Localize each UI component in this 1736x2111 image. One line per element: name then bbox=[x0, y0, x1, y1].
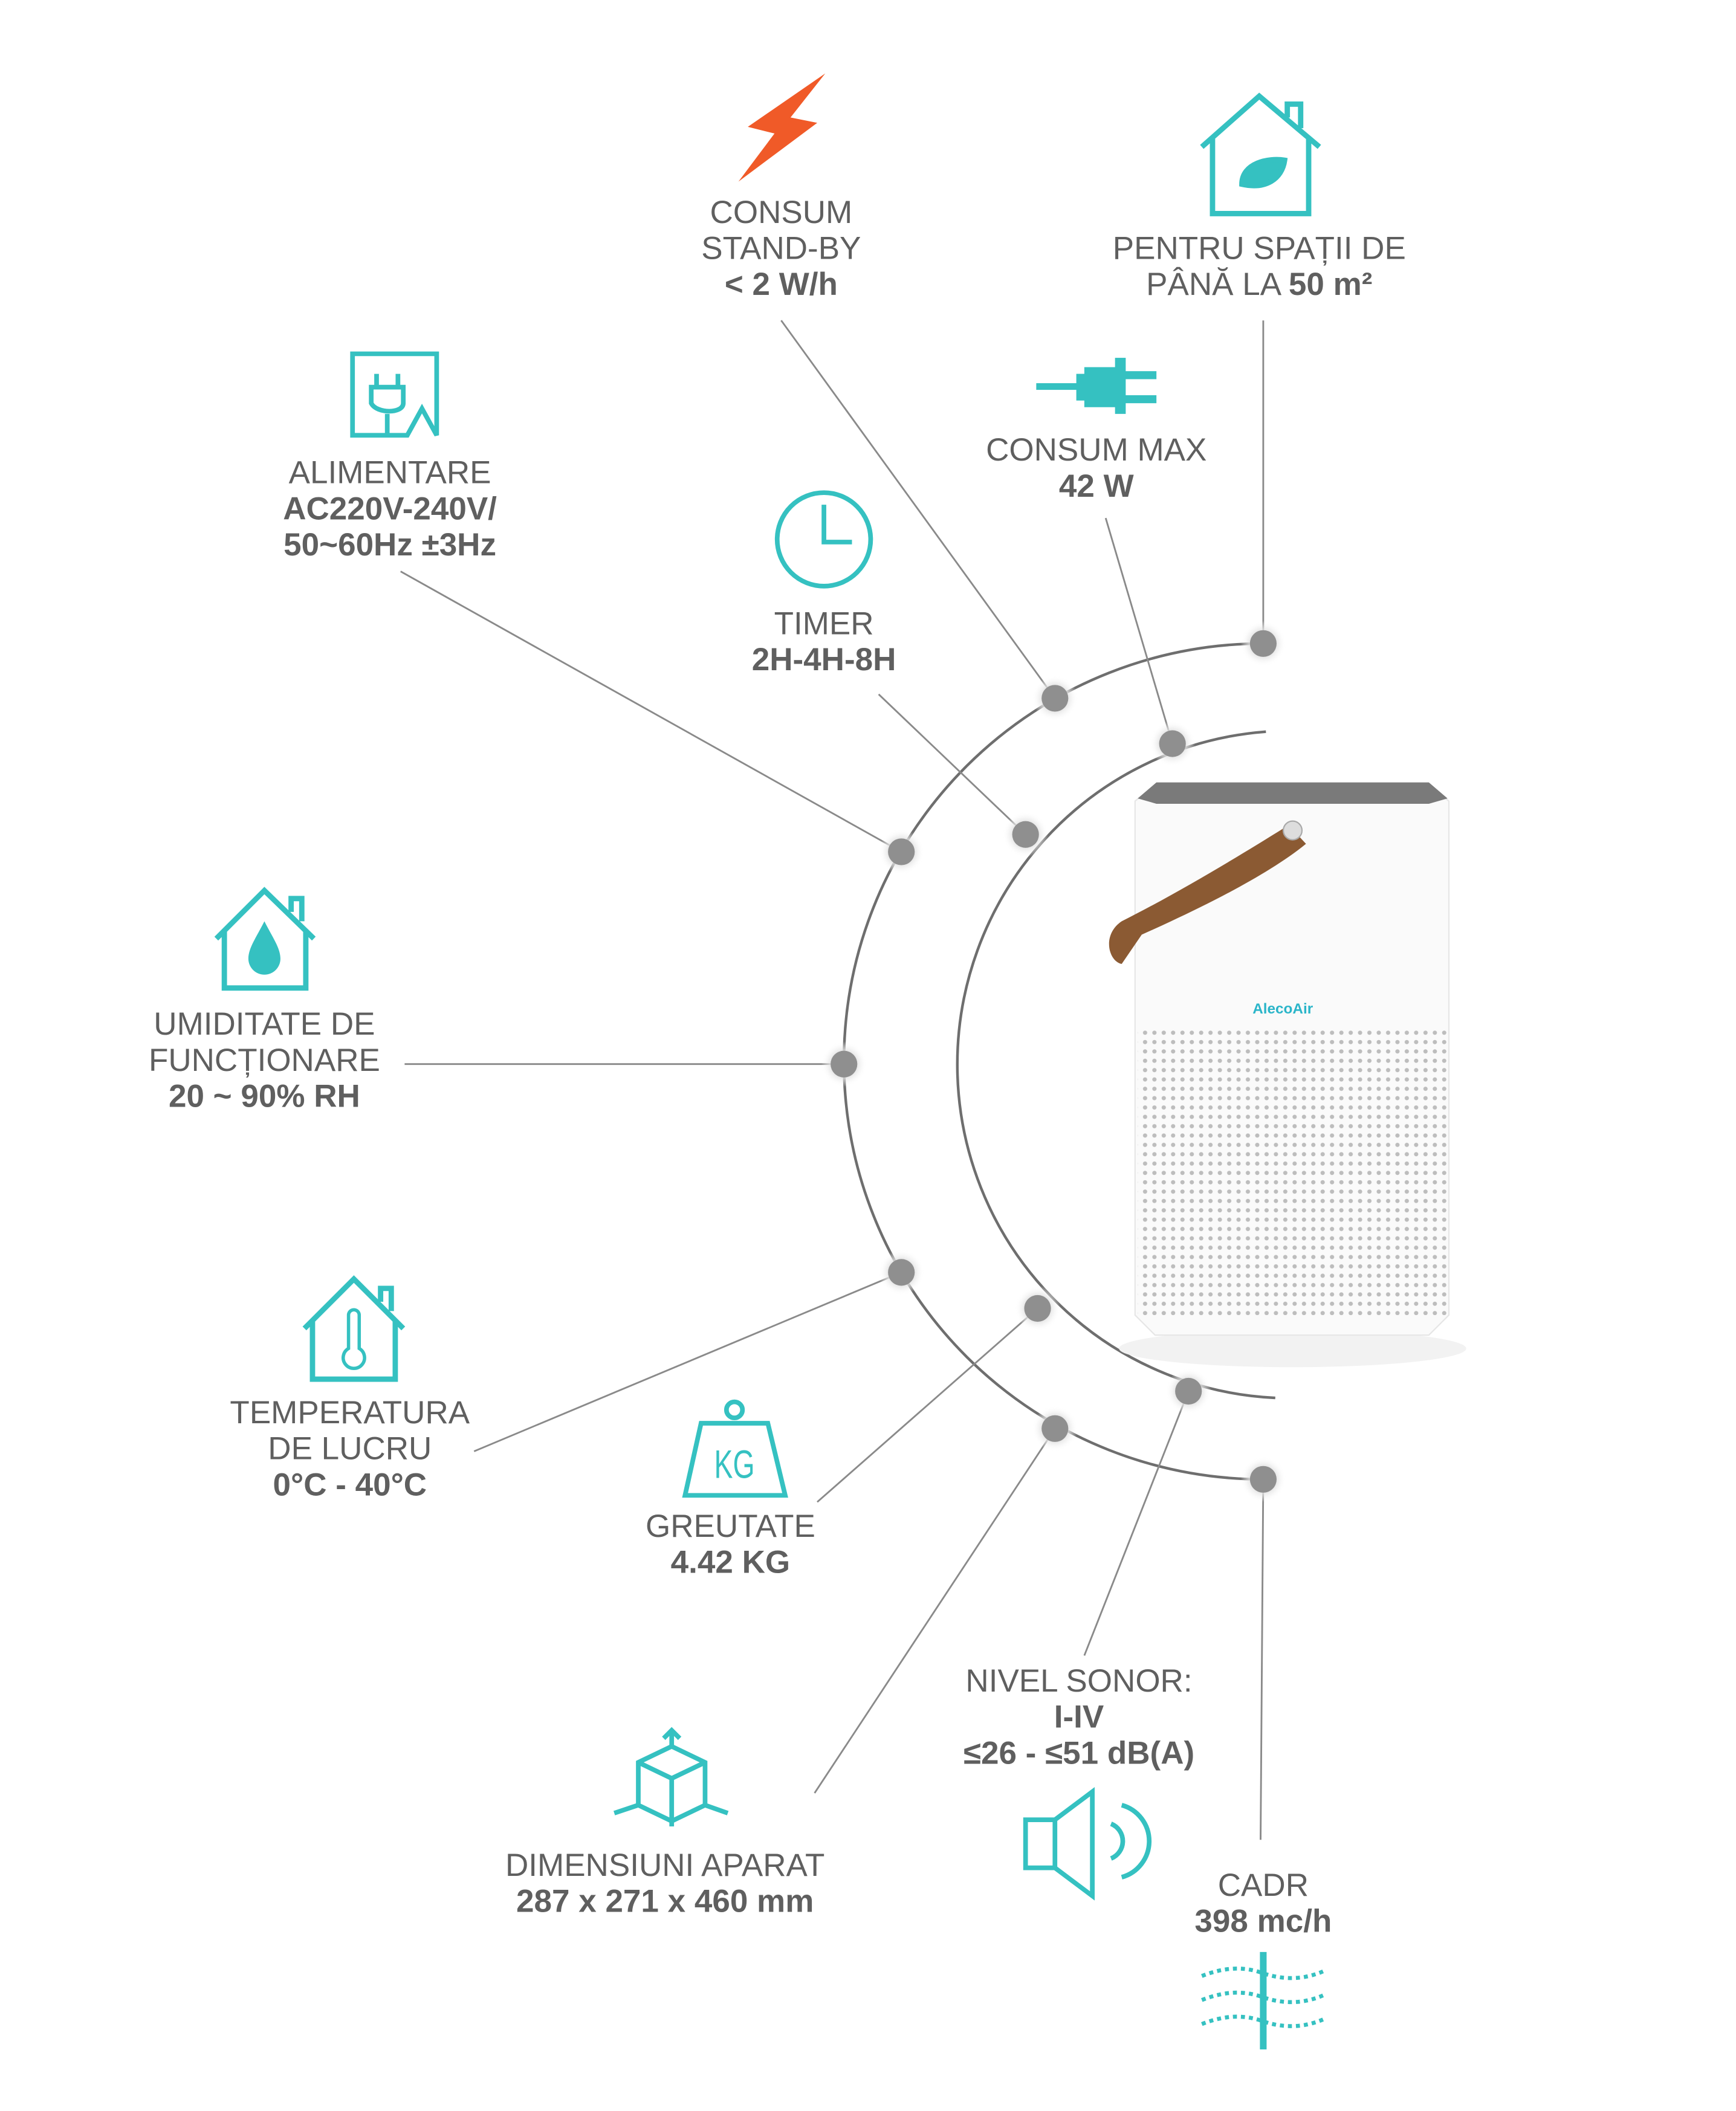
airflow-icon bbox=[1201, 1951, 1326, 2050]
clock-icon bbox=[774, 490, 873, 589]
cube-dimensions-icon bbox=[614, 1727, 729, 1827]
house-leaf-icon bbox=[1200, 92, 1321, 216]
house-thermometer-icon bbox=[302, 1275, 406, 1382]
connector-dot bbox=[1249, 1466, 1277, 1493]
connector-dot bbox=[1012, 821, 1039, 848]
connector-dot bbox=[1041, 1415, 1069, 1442]
connector-dot bbox=[831, 1050, 858, 1078]
connector-dot bbox=[1249, 630, 1277, 657]
spec-noise: NIVEL SONOR:I-IV≤26 - ≤51 dB(A) bbox=[963, 1663, 1195, 1772]
connector-dot bbox=[1041, 685, 1069, 712]
connector-dot bbox=[1175, 1377, 1202, 1405]
plug-icon bbox=[1036, 358, 1157, 414]
connector-dots bbox=[821, 621, 1286, 1502]
connector-dot bbox=[888, 1259, 915, 1286]
inner-arc bbox=[956, 730, 1275, 1400]
speaker-icon bbox=[1023, 1787, 1151, 1901]
air-purifier-image bbox=[1109, 782, 1466, 1368]
brand-logo: AlecoAir bbox=[1252, 1001, 1313, 1018]
connector-dot bbox=[1159, 730, 1186, 757]
leader-lines bbox=[400, 320, 1265, 1840]
connector-dot bbox=[1024, 1295, 1051, 1322]
lightning-icon bbox=[738, 73, 826, 182]
plug-socket-icon bbox=[350, 351, 439, 438]
weight-icon bbox=[682, 1399, 788, 1498]
weight-icon-text: KG bbox=[714, 1442, 755, 1487]
connector-dot bbox=[888, 838, 915, 865]
house-drop-icon bbox=[214, 887, 316, 991]
